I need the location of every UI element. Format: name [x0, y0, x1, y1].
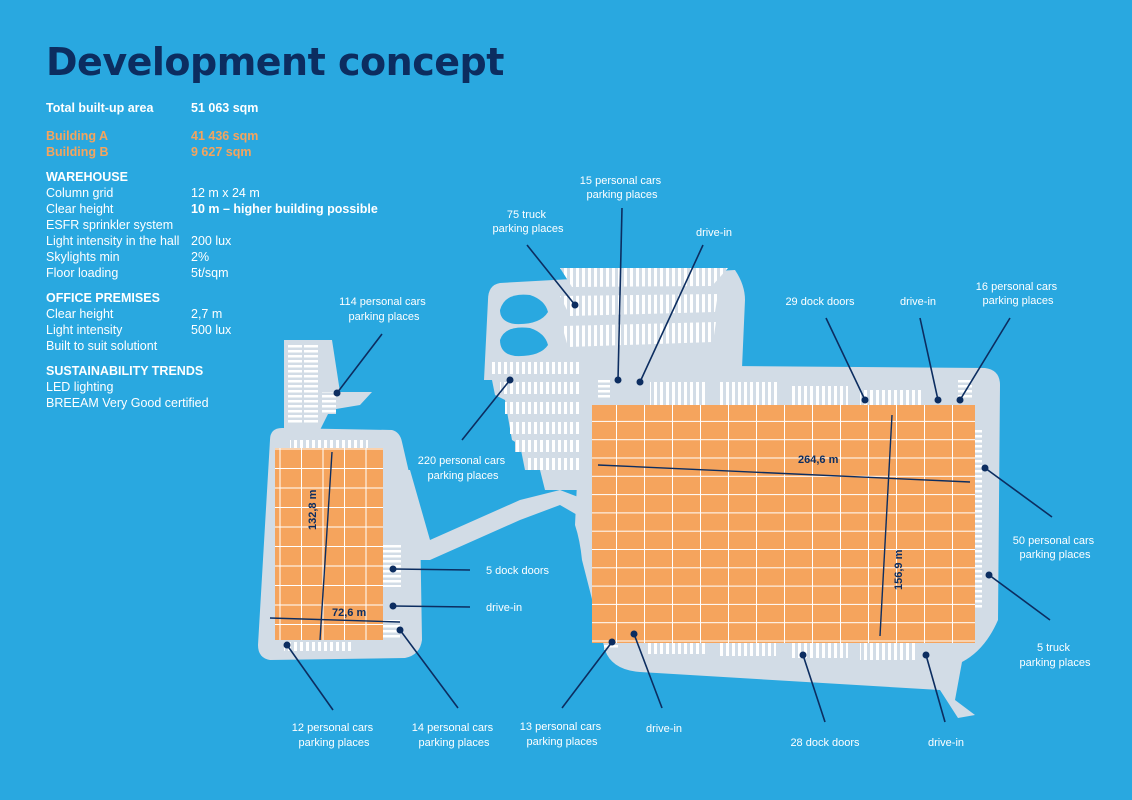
label-line: parking places — [349, 311, 420, 323]
spec-value: 2% — [191, 250, 210, 264]
leader-lines — [283, 207, 1053, 723]
label-line: 114 personal cars — [339, 296, 426, 308]
callout-labels: 75 truck parking places 15 personal cars… — [292, 175, 1097, 749]
spec-value: 10 m – higher building possible — [191, 202, 378, 216]
office-heading: OFFICE PREMISES — [46, 291, 160, 305]
label-15-cars: 15 personal cars parking places — [580, 175, 664, 201]
sustainability-heading: SUSTAINABILITY TRENDS — [46, 364, 204, 378]
spec-label: Clear height — [46, 307, 114, 321]
label-line: parking places — [493, 223, 564, 235]
label-line: 28 dock doors — [790, 737, 860, 749]
spec-value: 5t/sqm — [191, 266, 229, 280]
label-line: parking places — [587, 189, 658, 201]
spec-value: 500 lux — [191, 323, 232, 337]
spec-label: ESFR sprinkler system — [46, 218, 174, 232]
label-line: drive-in — [646, 723, 682, 735]
label-line: drive-in — [486, 602, 522, 614]
total-area-value: 51 063 sqm — [191, 101, 259, 115]
label-line: 14 personal cars — [412, 722, 494, 734]
label-line: 5 dock doors — [486, 565, 549, 577]
building-b-length: 132,8 m — [307, 489, 319, 530]
label-13-cars: 13 personal cars parking places — [520, 721, 604, 748]
label-line: 5 truck — [1037, 642, 1071, 654]
sustainability-item: LED lighting — [46, 380, 114, 394]
spec-label: Floor loading — [46, 266, 119, 280]
building-b-width: 72,6 m — [332, 607, 366, 619]
spec-row: Light intensity 500 lux — [46, 322, 378, 338]
spec-label: Light intensity — [46, 323, 123, 337]
spec-value: 200 lux — [191, 234, 232, 248]
label-75-truck: 75 truck parking places — [493, 209, 564, 235]
spec-label: Clear height — [46, 202, 114, 216]
building-b-row: Building B 9 627 sqm — [46, 144, 378, 160]
spec-row: Clear height 2,7 m — [46, 306, 378, 322]
building-a — [592, 405, 975, 643]
label-drive-in-top2: drive-in — [900, 296, 936, 308]
label-line: parking places — [1020, 657, 1091, 669]
total-area-row: Total built-up area 51 063 sqm — [46, 100, 378, 116]
label-line: parking places — [983, 295, 1054, 307]
spec-row: Light intensity in the hall 200 lux — [46, 233, 378, 249]
label-drive-in-bottom: drive-in — [646, 723, 682, 735]
label-50-cars: 50 personal cars parking places — [1013, 535, 1097, 561]
spec-row: Column grid 12 m x 24 m — [46, 185, 378, 201]
spec-label: Skylights min — [46, 250, 120, 264]
label-220-cars: 220 personal cars parking places — [418, 455, 509, 482]
building-a-label: Building A — [46, 129, 109, 143]
label-line: 15 personal cars — [580, 175, 662, 187]
label-5-truck: 5 truck parking places — [1020, 642, 1091, 669]
label-line: 220 personal cars — [418, 455, 506, 467]
label-line: 13 personal cars — [520, 721, 602, 733]
label-drive-in-top: drive-in — [696, 227, 732, 239]
building-b — [275, 448, 383, 640]
building-b-value: 9 627 sqm — [191, 145, 252, 159]
building-a-row: Building A 41 436 sqm — [46, 128, 378, 144]
spec-value: 12 m x 24 m — [191, 186, 260, 200]
spec-row: Floor loading 5t/sqm — [46, 265, 378, 281]
sustainability-item: BREEAM Very Good certified — [46, 396, 209, 410]
label-drive-in-bottom2: drive-in — [928, 737, 964, 749]
label-16-cars: 16 personal cars parking places — [976, 281, 1060, 307]
label-14-cars: 14 personal cars parking places — [412, 722, 496, 749]
spec-label: Built to suit solutiont — [46, 339, 158, 353]
label-line: drive-in — [928, 737, 964, 749]
label-12-cars: 12 personal cars parking places — [292, 722, 376, 749]
building-a-length: 264,6 m — [798, 454, 839, 466]
label-drive-in-b: drive-in — [486, 602, 522, 614]
spec-row: Skylights min 2% — [46, 249, 378, 265]
spec-label: Column grid — [46, 186, 114, 200]
label-line: parking places — [419, 737, 490, 749]
label-28-dock: 28 dock doors — [790, 737, 860, 749]
label-line: parking places — [1020, 549, 1091, 561]
label-line: 29 dock doors — [785, 296, 855, 308]
label-line: parking places — [428, 470, 499, 482]
spec-row: Built to suit solutiont — [46, 338, 378, 354]
label-line: parking places — [299, 737, 370, 749]
label-line: 50 personal cars — [1013, 535, 1095, 547]
label-5-dock: 5 dock doors — [486, 565, 549, 577]
spec-value: 2,7 m — [191, 307, 223, 321]
building-a-width: 156,9 m — [893, 549, 905, 590]
label-114-cars: 114 personal cars parking places — [339, 296, 429, 323]
label-line: 75 truck — [507, 209, 547, 221]
truck-yard-islands — [500, 294, 548, 357]
label-line: drive-in — [900, 296, 936, 308]
label-line: parking places — [527, 736, 598, 748]
building-a-value: 41 436 sqm — [191, 129, 259, 143]
page-title: Development concept — [46, 40, 504, 84]
total-area-label: Total built-up area — [46, 101, 154, 115]
spec-row: ESFR sprinkler system — [46, 217, 378, 233]
label-line: drive-in — [696, 227, 732, 239]
dimension-lines — [269, 414, 971, 641]
label-line: 16 personal cars — [976, 281, 1058, 293]
spec-row: Clear height 10 m – higher building poss… — [46, 201, 378, 217]
label-line: 12 personal cars — [292, 722, 374, 734]
specs-panel: Total built-up area 51 063 sqm Building … — [46, 100, 378, 411]
building-b-label: Building B — [46, 145, 109, 159]
warehouse-heading: WAREHOUSE — [46, 170, 128, 184]
spec-label: Light intensity in the hall — [46, 234, 180, 248]
label-29-dock: 29 dock doors — [785, 296, 855, 308]
